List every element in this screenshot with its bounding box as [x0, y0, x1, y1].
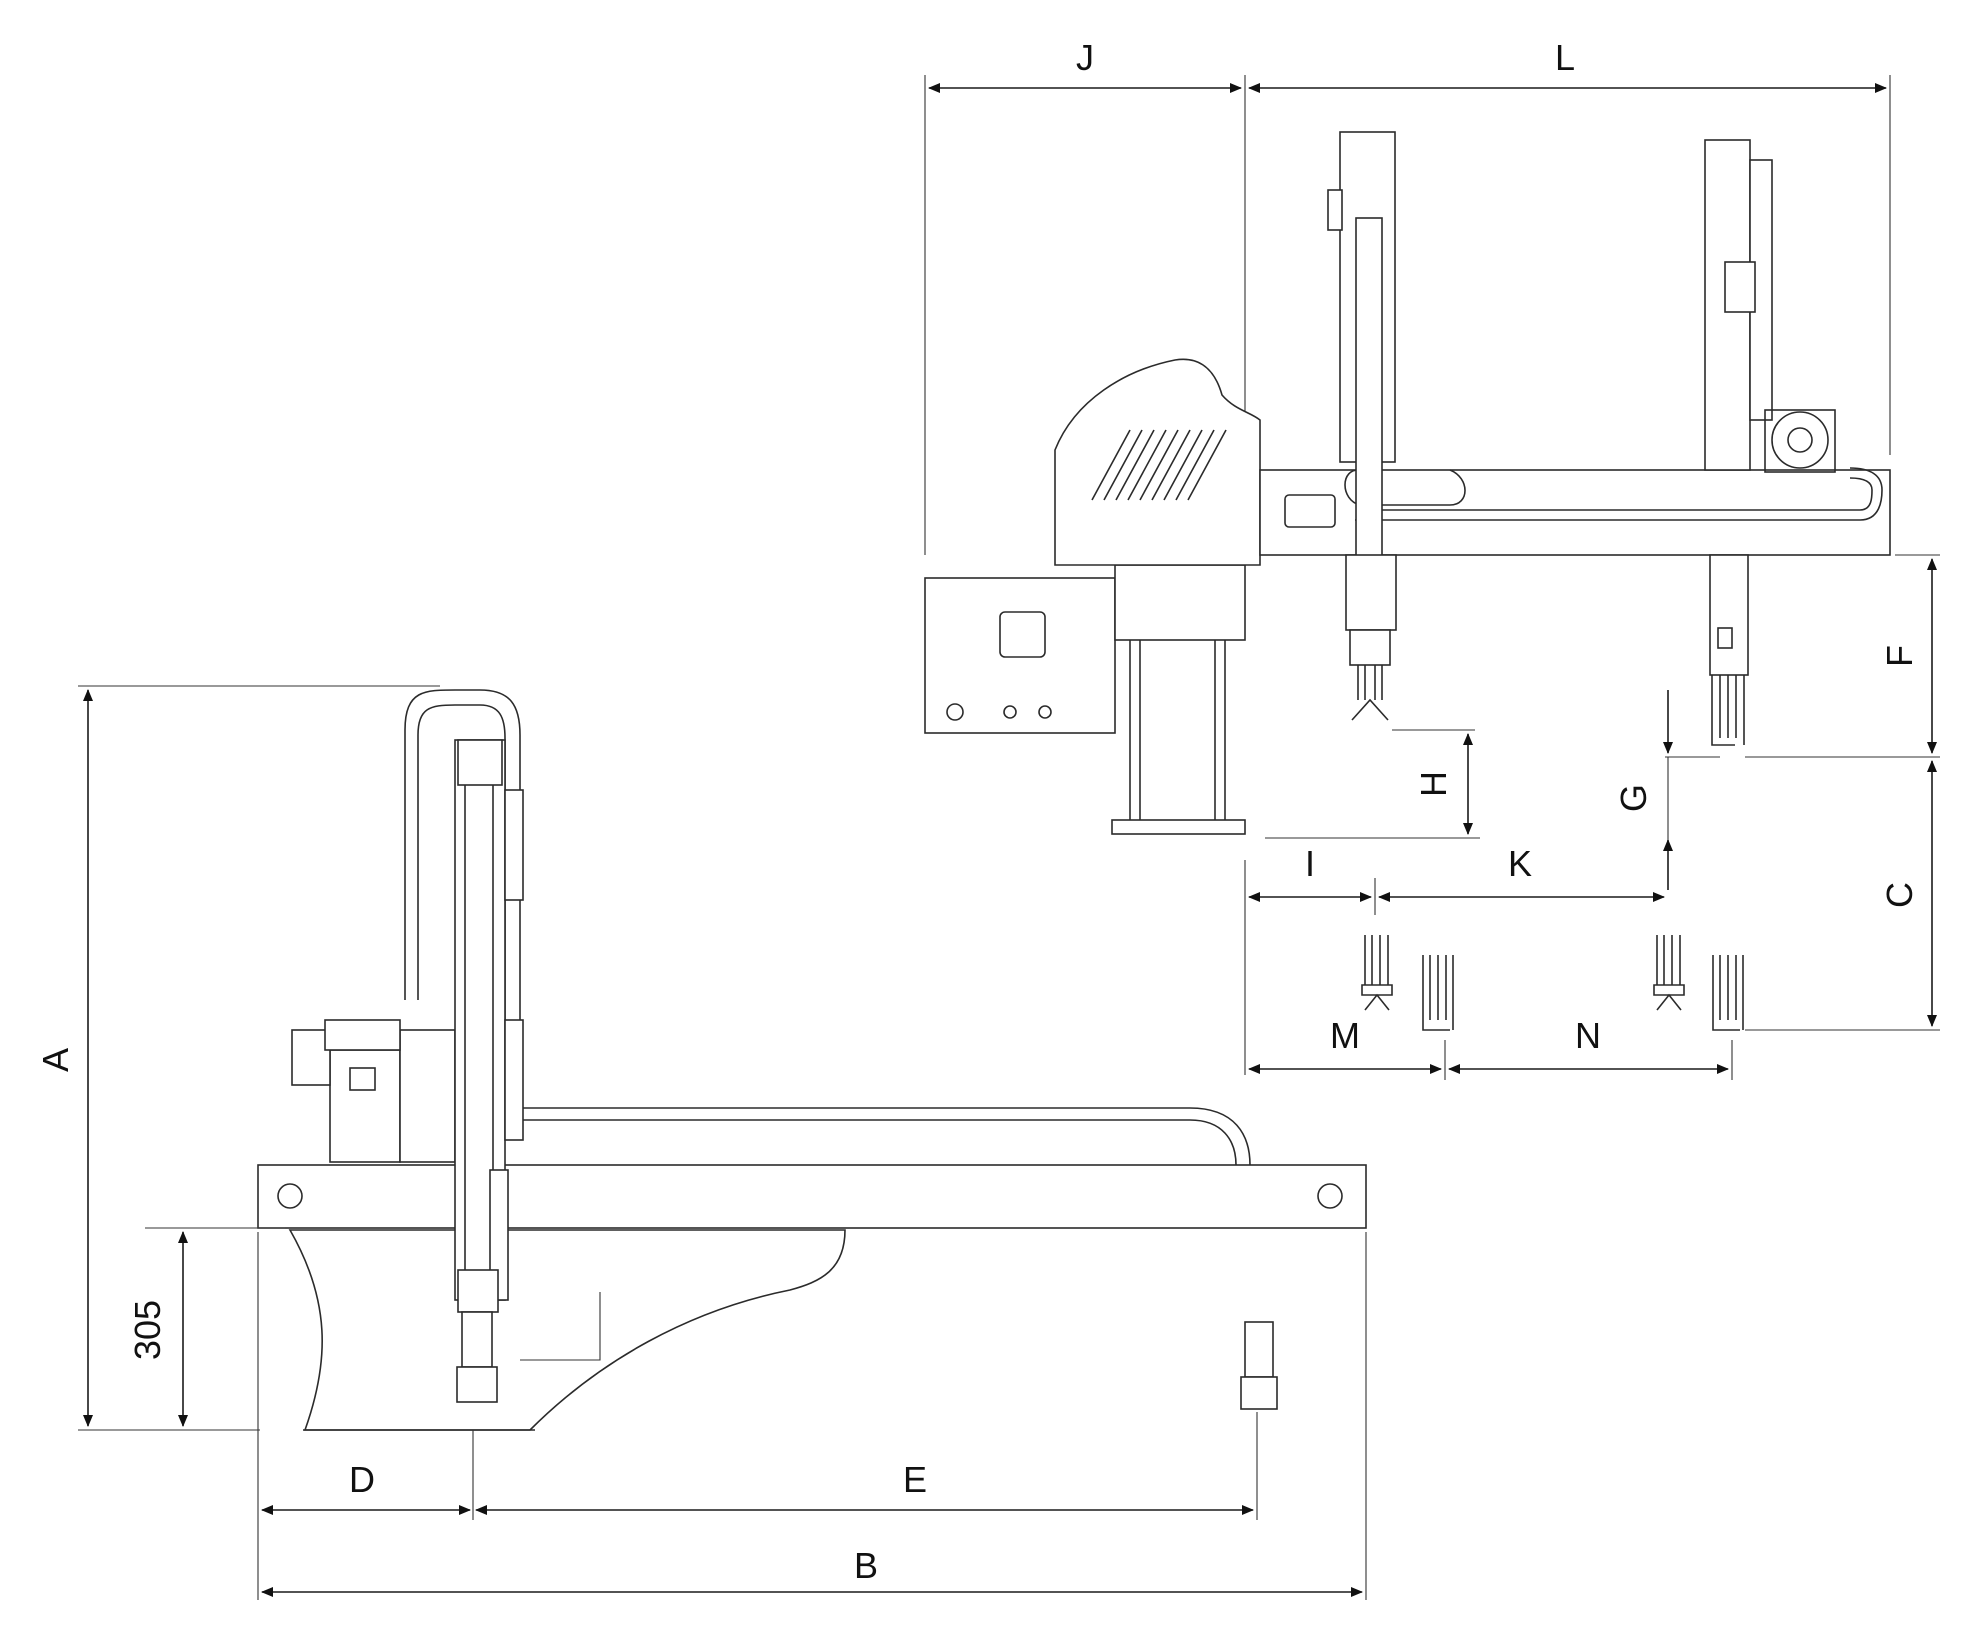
gripper-pos-4: [1712, 955, 1744, 1031]
front-cable-carrier: [1344, 467, 1883, 521]
side-gripper: [461, 1311, 493, 1368]
dim-l-label: L: [1555, 37, 1575, 78]
arm-side-bracket-low: [489, 1169, 509, 1301]
front-view: J L: [924, 37, 1940, 1080]
vertical-arm-inner: [464, 779, 494, 1281]
servo-motor: [1771, 411, 1829, 469]
motor-cover: [1054, 358, 1261, 566]
front-beam-window: [1284, 494, 1336, 528]
far-gripper-pad: [1240, 1376, 1278, 1410]
carriage-plate: [399, 1029, 456, 1163]
dim-g-label: G: [1613, 784, 1654, 812]
dim-e-label: E: [903, 1459, 927, 1500]
right-arm-bracket: [1724, 261, 1756, 313]
dim-j-label: J: [1076, 37, 1094, 78]
servo-motor-hub: [1787, 427, 1813, 453]
control-screen: [999, 611, 1046, 658]
dim-305-label: 305: [127, 1300, 168, 1360]
right-finger-gripper: [1711, 675, 1745, 746]
pedestal-foot-front: [1111, 819, 1246, 835]
dim-b-label: B: [854, 1545, 878, 1586]
right-arm-lower: [1709, 554, 1749, 676]
dim-n-label: N: [1575, 1015, 1601, 1056]
control-knob-3: [1038, 705, 1052, 719]
motor-side-body: [324, 1019, 401, 1051]
cover-vents: [1091, 429, 1227, 501]
left-arm-bracket: [1327, 189, 1343, 231]
left-arm-block: [1349, 629, 1391, 666]
left-arm-lower: [1345, 554, 1397, 631]
dim-m-label: M: [1330, 1015, 1360, 1056]
carriage-window: [349, 1067, 376, 1091]
carriage-housing: [329, 1049, 401, 1163]
dim-i-label: I: [1305, 843, 1315, 884]
dim-a-label: A: [35, 1048, 76, 1072]
arm-side-bracket-top: [504, 789, 524, 901]
control-knob-1: [946, 703, 964, 721]
far-gripper: [1244, 1321, 1274, 1378]
side-gripper-pad: [456, 1366, 498, 1403]
dim-f-label: F: [1879, 645, 1920, 667]
control-knob-2: [1003, 705, 1017, 719]
main-beam: [257, 1164, 1367, 1229]
pedestal-block: [520, 1292, 601, 1361]
arm-bottom-block: [457, 1269, 499, 1313]
vertical-cable-loop: [404, 689, 521, 1020]
motor-side: [291, 1029, 331, 1086]
beam-hole-right: [1317, 1183, 1343, 1209]
servo-mount: [1764, 409, 1836, 473]
pedestal-head: [1114, 564, 1246, 641]
front-beam: [1259, 469, 1891, 556]
cable-carrier-side: [500, 1107, 1251, 1166]
dim-d-label: D: [349, 1459, 375, 1500]
arm-top-block: [457, 739, 503, 786]
left-vacuum-gripper: [1351, 665, 1389, 721]
side-view: A 305 D E B: [35, 685, 1367, 1600]
beam-hole-left: [277, 1183, 303, 1209]
right-arm-slot: [1717, 627, 1733, 649]
gripper-pos-3: [1653, 935, 1685, 1011]
dim-k-label: K: [1508, 843, 1532, 884]
gripper-pos-1: [1361, 935, 1393, 1011]
dim-c-label: C: [1879, 882, 1920, 908]
gripper-pos-2: [1422, 955, 1454, 1031]
dim-h-label: H: [1413, 771, 1454, 797]
arm-side-bracket-mid: [504, 1019, 524, 1141]
pedestal-base: [288, 1229, 846, 1431]
control-cabinet: [924, 577, 1116, 734]
